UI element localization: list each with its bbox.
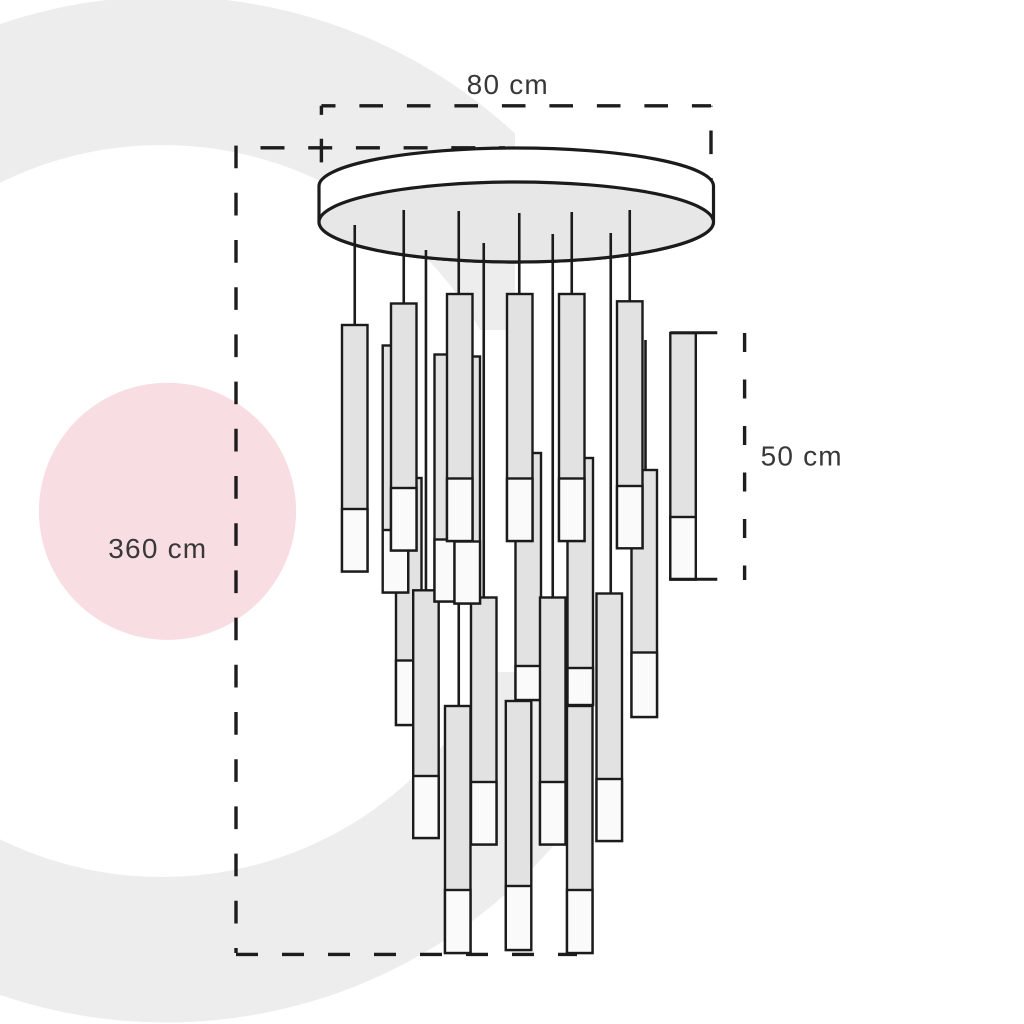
svg-text:50 cm: 50 cm — [761, 441, 843, 472]
svg-text:360 cm: 360 cm — [108, 533, 207, 564]
svg-text:80 cm: 80 cm — [467, 69, 549, 100]
